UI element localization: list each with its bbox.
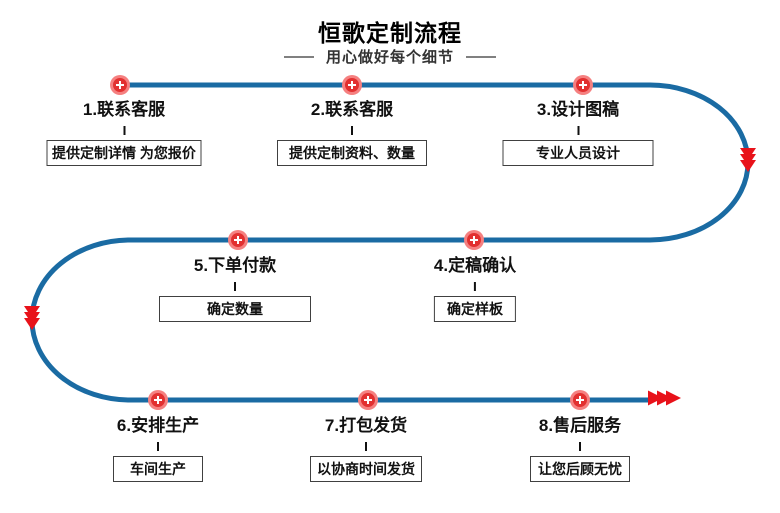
step-8-detail-box: 让您后顾无忧 bbox=[530, 456, 630, 482]
step-4-detail-text: 确定样板 bbox=[447, 301, 503, 317]
step-5-detail-box: 确定数量 bbox=[159, 296, 311, 322]
connector-tick bbox=[579, 442, 581, 451]
flow-node-2 bbox=[345, 78, 359, 92]
plus-icon bbox=[345, 78, 359, 92]
subtitle-dash-left bbox=[283, 55, 314, 58]
subtitle-text: 用心做好每个细节 bbox=[325, 49, 454, 66]
step-6-detail-box: 车间生产 bbox=[113, 456, 203, 482]
page-title: 恒歌定制流程 bbox=[318, 20, 462, 46]
step-5: 5.下单付款 确定数量 bbox=[159, 255, 311, 322]
flow-node-1 bbox=[113, 78, 127, 92]
step-2: 2.联系客服 提供定制资料、数量 bbox=[277, 99, 427, 166]
step-8: 8.售后服务 让您后顾无忧 bbox=[530, 415, 630, 482]
step-3-detail-text: 专业人员设计 bbox=[536, 145, 620, 161]
step-7-detail-text: 以协商时间发货 bbox=[317, 461, 415, 477]
plus-icon bbox=[151, 393, 165, 407]
step-7: 7.打包发货 以协商时间发货 bbox=[310, 415, 422, 482]
step-2-title: 2.联系客服 bbox=[310, 100, 394, 119]
connector-tick bbox=[234, 282, 236, 291]
step-2-detail-text: 提供定制资料、数量 bbox=[289, 145, 415, 161]
step-3-detail-box: 专业人员设计 bbox=[502, 140, 654, 166]
plus-icon bbox=[576, 78, 590, 92]
step-5-title: 5.下单付款 bbox=[193, 256, 277, 275]
step-6-title: 6.安排生产 bbox=[116, 416, 200, 435]
plus-icon bbox=[231, 233, 245, 247]
subtitle-dash-right bbox=[466, 55, 496, 58]
step-2-detail-box: 提供定制资料、数量 bbox=[277, 140, 427, 166]
flow-node-5 bbox=[231, 233, 245, 247]
plus-icon bbox=[467, 233, 481, 247]
plus-icon bbox=[113, 78, 127, 92]
triple-chevron-down-icon bbox=[24, 306, 40, 330]
step-6: 6.安排生产 车间生产 bbox=[113, 415, 203, 482]
step-8-detail-text: 让您后顾无忧 bbox=[538, 461, 622, 477]
connector-tick bbox=[351, 126, 353, 135]
flow-node-8 bbox=[573, 393, 587, 407]
step-7-title: 7.打包发货 bbox=[324, 416, 408, 435]
flow-node-4 bbox=[467, 233, 481, 247]
step-5-detail-text: 确定数量 bbox=[207, 301, 263, 317]
connector-tick bbox=[365, 442, 367, 451]
step-1-detail-text: 提供定制详情 为您报价 bbox=[52, 145, 196, 161]
plus-icon bbox=[573, 393, 587, 407]
step-4-title: 4.定稿确认 bbox=[433, 256, 517, 275]
flow-node-6 bbox=[151, 393, 165, 407]
step-1-detail-box: 提供定制详情 为您报价 bbox=[46, 140, 202, 166]
connector-tick bbox=[577, 126, 579, 135]
plus-icon bbox=[361, 393, 375, 407]
step-3-title: 3.设计图稿 bbox=[536, 100, 620, 119]
step-1: 1.联系客服 提供定制详情 为您报价 bbox=[46, 99, 202, 166]
step-1-title: 1.联系客服 bbox=[82, 100, 166, 119]
page-subtitle: 用心做好每个细节 bbox=[0, 46, 780, 67]
connector-tick bbox=[123, 126, 125, 135]
flow-node-7 bbox=[361, 393, 375, 407]
step-7-detail-box: 以协商时间发货 bbox=[310, 456, 422, 482]
connector-tick bbox=[157, 442, 159, 451]
flow-node-3 bbox=[576, 78, 590, 92]
step-3: 3.设计图稿 专业人员设计 bbox=[502, 99, 654, 166]
triple-chevron-down-icon bbox=[740, 148, 756, 172]
triple-chevron-right-icon bbox=[648, 390, 681, 406]
flow-line bbox=[29, 82, 751, 403]
step-4-detail-box: 确定样板 bbox=[434, 296, 516, 322]
step-4: 4.定稿确认 确定样板 bbox=[434, 255, 516, 322]
connector-tick bbox=[474, 282, 476, 291]
step-6-detail-text: 车间生产 bbox=[130, 461, 186, 477]
step-8-title: 8.售后服务 bbox=[538, 416, 622, 435]
